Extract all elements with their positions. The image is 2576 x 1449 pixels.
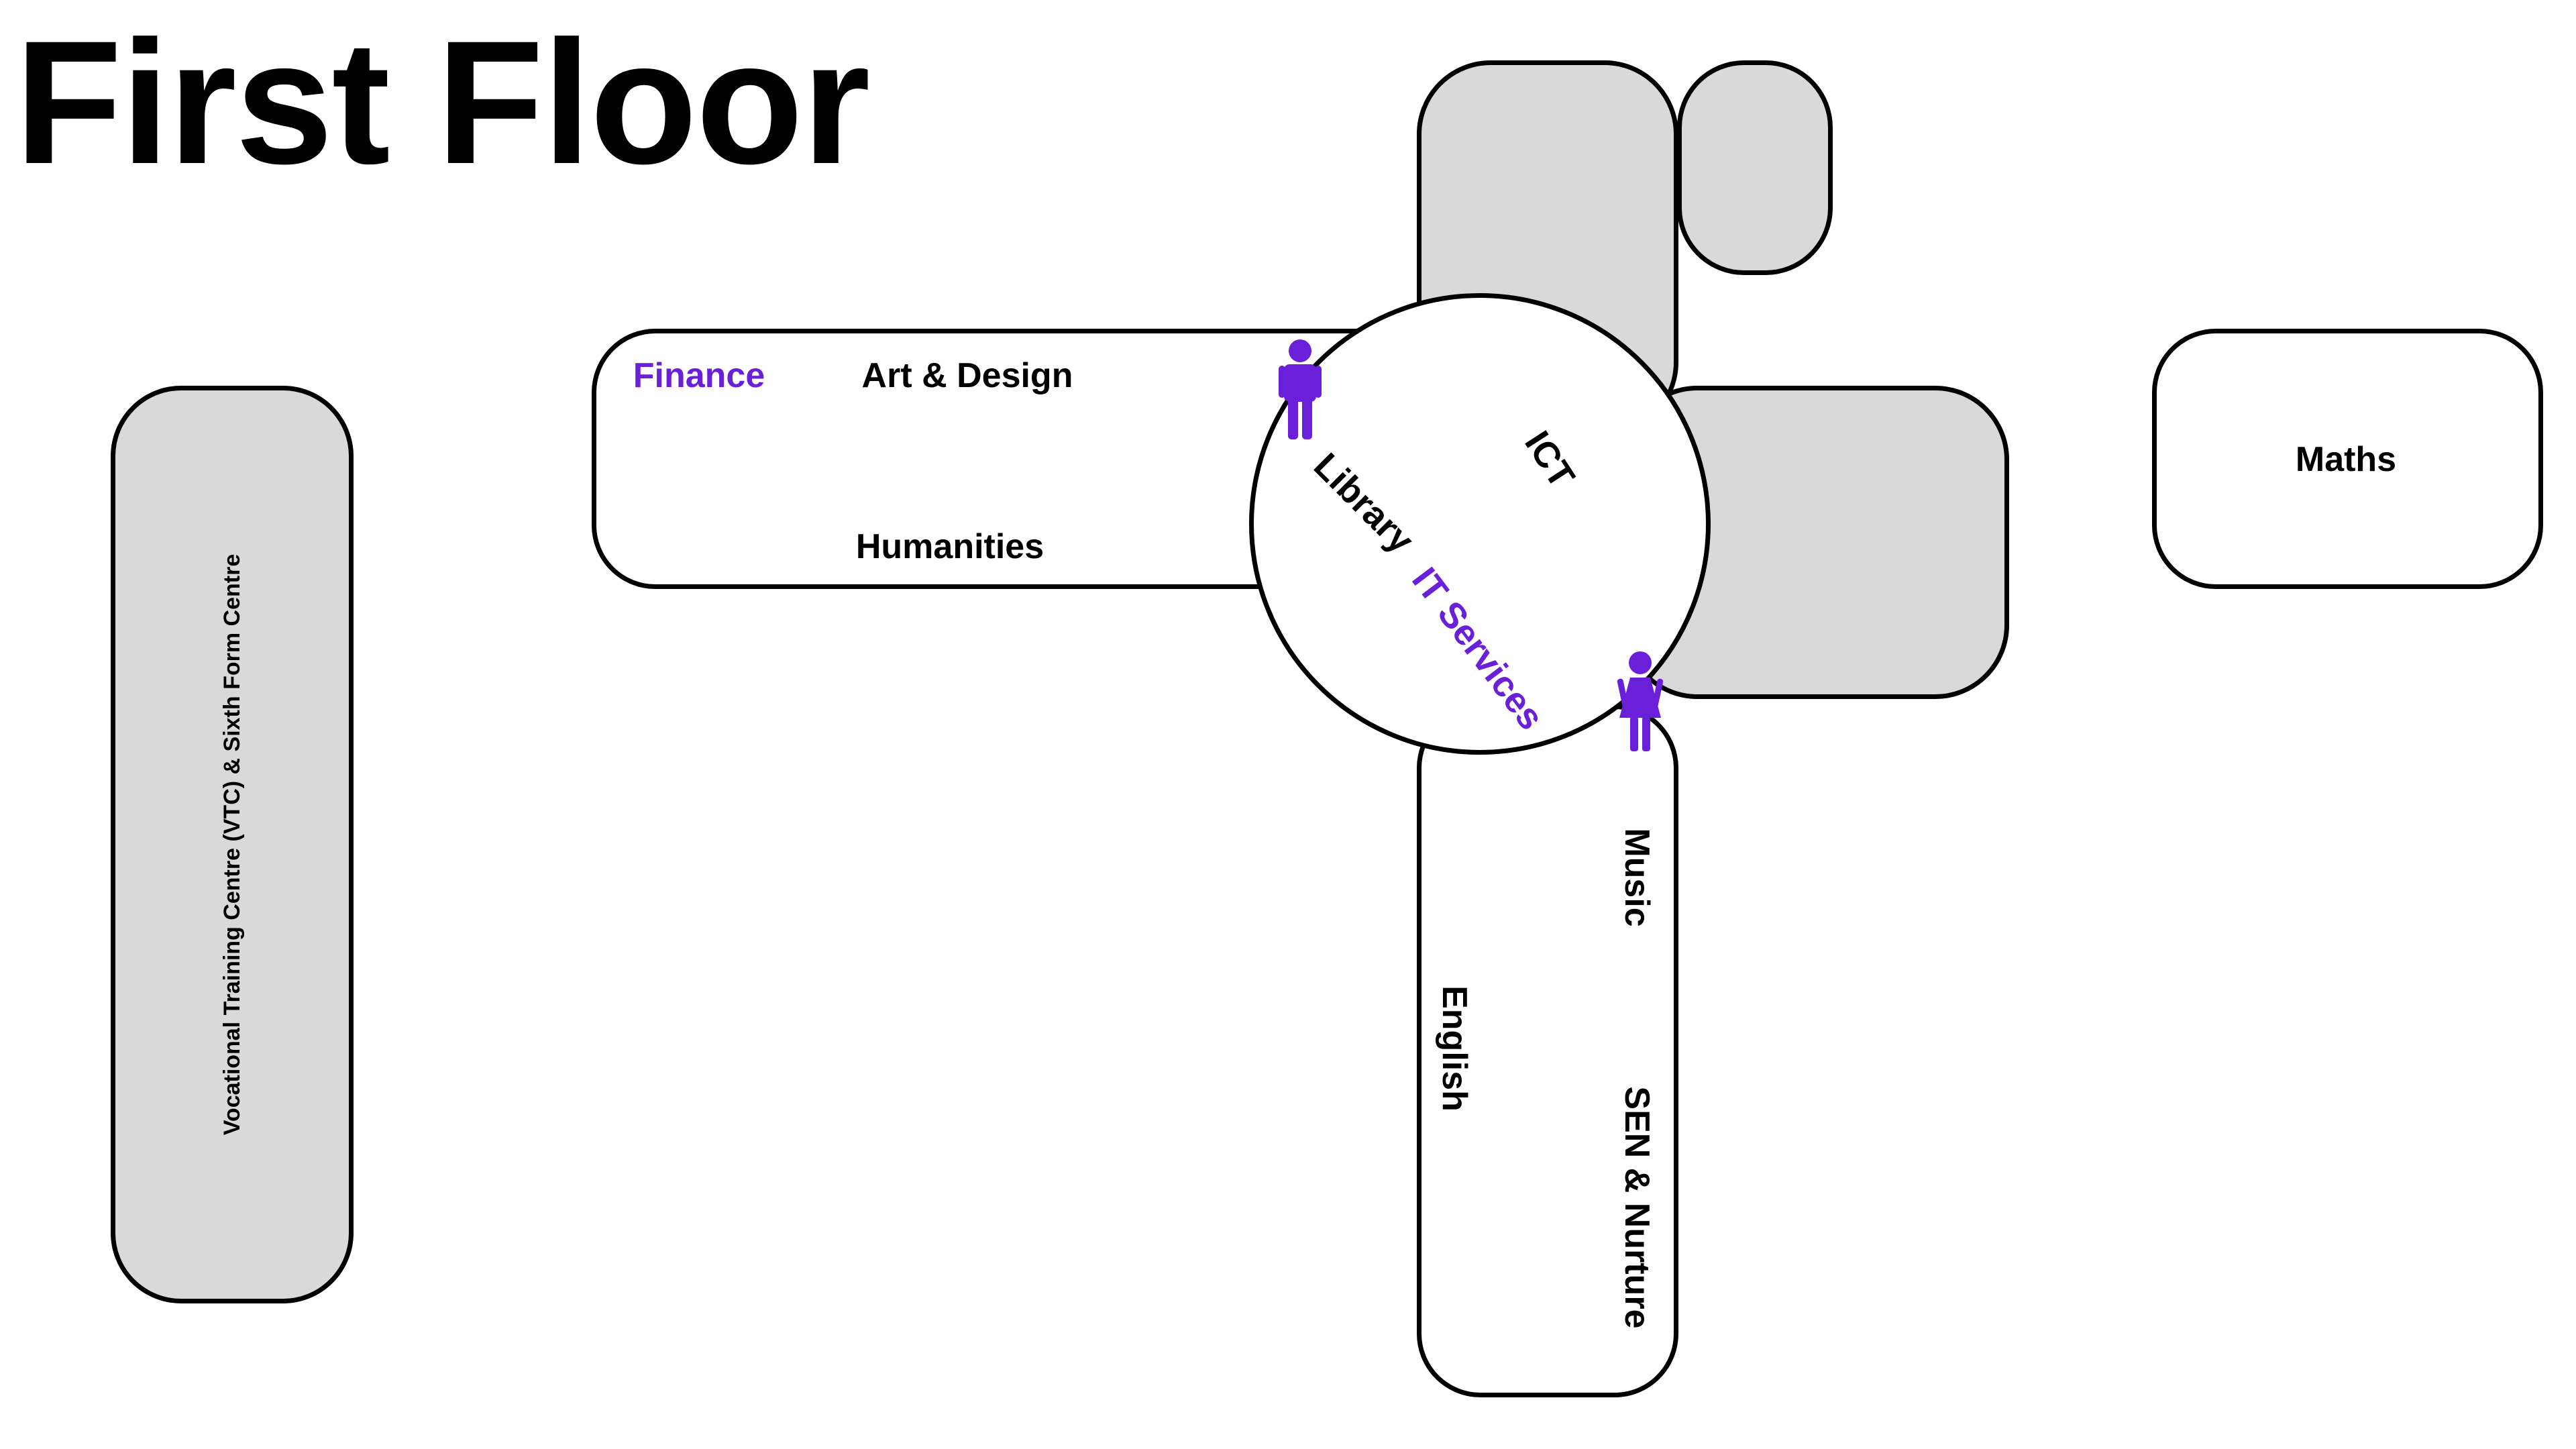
- sen-nurture-label: SEN & Nurture: [1617, 1086, 1656, 1329]
- vtc-label: Vocational Training Centre (VTC) & Sixth…: [219, 553, 245, 1136]
- humanities-label: Humanities: [855, 527, 1044, 566]
- maths-label: Maths: [2295, 440, 2397, 479]
- top-right-grey-block: [1677, 60, 1833, 275]
- maths-block: [2152, 329, 2543, 589]
- lower-corridor-block: [1417, 704, 1678, 1397]
- art-design-label: Art & Design: [861, 356, 1073, 395]
- vtc-block: [111, 386, 354, 1303]
- music-label: Music: [1617, 828, 1656, 927]
- male-person-icon: [1279, 339, 1322, 439]
- english-label: English: [1435, 985, 1474, 1112]
- page-title: First Floor: [15, 4, 870, 201]
- female-person-icon: [1617, 651, 1664, 751]
- finance-label: Finance: [633, 356, 765, 395]
